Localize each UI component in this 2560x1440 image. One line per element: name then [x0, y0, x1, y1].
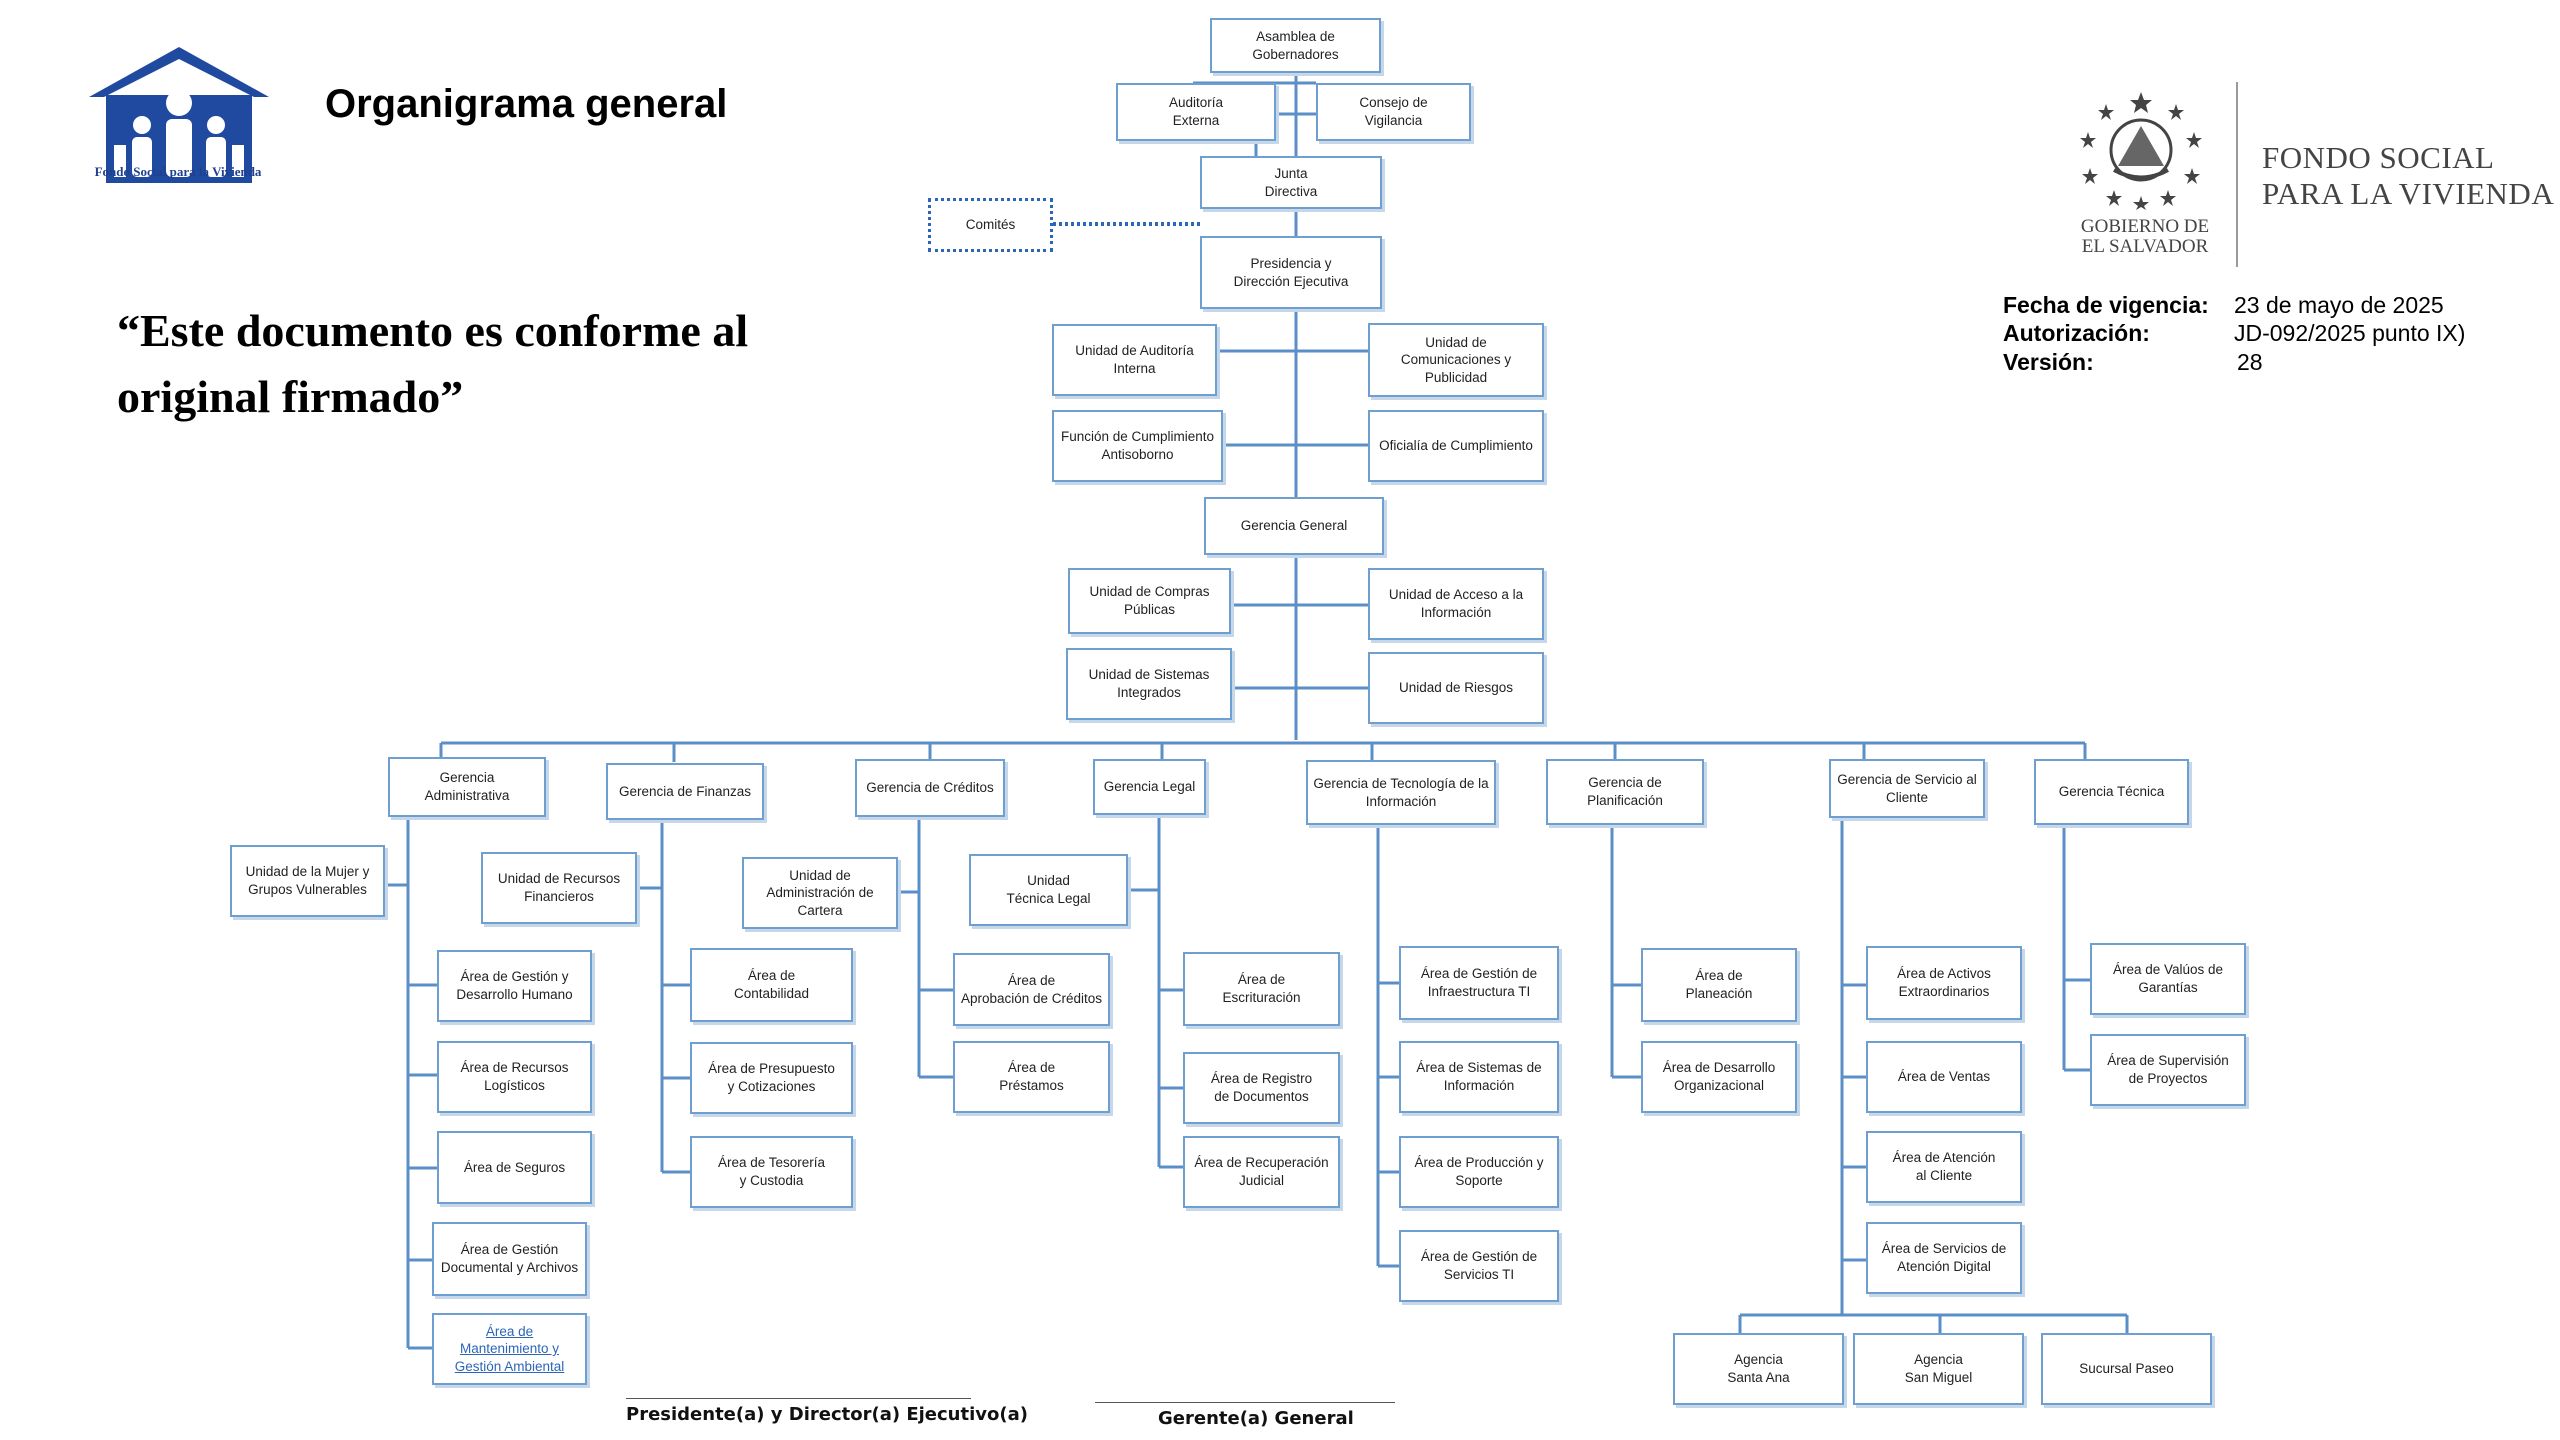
authorization-label: Autorización: [2003, 320, 2150, 346]
box-compras: Unidad de Compras Públicas [1068, 568, 1231, 634]
government-name: GOBIERNO DE EL SALVADOR [2080, 216, 2210, 257]
box-sistemas-informacion: Área de Sistemas de Información [1399, 1041, 1559, 1113]
box-recursos-financieros: Unidad de Recursos Financieros [481, 852, 637, 924]
box-supervision-proyectos: Área de Supervisión de Proyectos [2090, 1034, 2246, 1106]
box-prestamos: Área de Préstamos [953, 1041, 1110, 1113]
validity-value: 23 de mayo de 2025 [2234, 292, 2444, 318]
box-gestion-documental: Área de Gestión Documental y Archivos [432, 1222, 587, 1296]
box-atencion-cliente: Área de Atención al Cliente [1866, 1131, 2022, 1203]
box-gestion-humano: Área de Gestión y Desarrollo Humano [437, 950, 592, 1022]
box-gerencia-planificacion: Gerencia de Planificación [1546, 759, 1704, 825]
box-unidad-mujer: Unidad de la Mujer y Grupos Vulnerables [230, 845, 385, 917]
box-atencion-digital: Área de Servicios de Atención Digital [1866, 1222, 2022, 1294]
el-salvador-emblem-icon [2080, 92, 2202, 210]
box-infraestructura-ti: Área de Gestión de Infraestructura TI [1399, 946, 1559, 1020]
box-presidencia: Presidencia y Dirección Ejecutiva [1200, 236, 1382, 309]
box-administracion-cartera: Unidad de Administración de Cartera [742, 857, 898, 929]
validity-label: Fecha de vigencia: [2003, 292, 2209, 318]
box-gerencia-creditos: Gerencia de Créditos [855, 759, 1005, 817]
box-auditoria-externa: Auditoría Externa [1116, 83, 1276, 141]
box-gerencia-finanzas: Gerencia de Finanzas [606, 763, 764, 820]
box-gerencia-servicio-cliente: Gerencia de Servicio al Cliente [1829, 759, 1985, 818]
version-value: 28 [2237, 349, 2263, 375]
box-sistemas-integrados: Unidad de Sistemas Integrados [1066, 648, 1232, 720]
page-title: Organigrama general [325, 82, 728, 126]
box-escrituracion: Área de Escrituración [1183, 952, 1340, 1026]
box-agencia-san-miguel: Agencia San Miguel [1853, 1333, 2024, 1405]
box-sucursal-paseo: Sucursal Paseo [2041, 1333, 2212, 1405]
signature-president: Presidente(a) y Director(a) Ejecutivo(a) [626, 1404, 1028, 1425]
box-junta-directiva: Junta Directiva [1200, 156, 1382, 209]
box-oficialia: Oficialía de Cumplimiento [1368, 410, 1544, 482]
authorization-value: JD-092/2025 punto IX) [2234, 320, 2466, 346]
box-seguros: Área de Seguros [437, 1131, 592, 1204]
brand-name: FONDO SOCIAL PARA LA VIVIENDA [2262, 140, 2555, 211]
box-valuos-garantias: Área de Valúos de Garantías [2090, 943, 2246, 1015]
box-auditoria-interna: Unidad de Auditoría Interna [1052, 324, 1217, 396]
box-contabilidad: Área de Contabilidad [690, 948, 853, 1022]
signature-line-manager [1095, 1402, 1395, 1403]
box-planeacion: Área de Planeación [1641, 948, 1797, 1022]
box-activos-extraordinarios: Área de Activos Extraordinarios [1866, 946, 2022, 1020]
box-riesgos: Unidad de Riesgos [1368, 652, 1544, 724]
box-comites: Comités [928, 198, 1053, 252]
box-acceso-informacion: Unidad de Acceso a la Información [1368, 568, 1544, 640]
box-comunicaciones: Unidad de Comunicaciones y Publicidad [1368, 323, 1544, 397]
box-aprobacion-creditos: Área de Aprobación de Créditos [953, 953, 1110, 1026]
box-desarrollo-organizacional: Área de Desarrollo Organizacional [1641, 1041, 1797, 1113]
box-recursos-logisticos: Área de Recursos Logísticos [437, 1041, 592, 1113]
box-gerencia-administrativa: Gerencia Administrativa [388, 757, 546, 817]
box-gerencia-legal: Gerencia Legal [1093, 759, 1206, 815]
box-asamblea: Asamblea de Gobernadores [1210, 18, 1381, 73]
version-label: Versión: [2003, 349, 2094, 375]
box-gerencia-general: Gerencia General [1204, 497, 1384, 555]
box-recuperacion-judicial: Área de Recuperación Judicial [1183, 1136, 1340, 1208]
box-servicios-ti: Área de Gestión de Servicios TI [1399, 1230, 1559, 1302]
box-ventas: Área de Ventas [1866, 1041, 2022, 1113]
box-gerencia-tecnologia: Gerencia de Tecnología de la Información [1306, 760, 1496, 825]
box-produccion-soporte: Área de Producción y Soporte [1399, 1136, 1559, 1208]
conformity-quote: “Este documento es conforme al original … [117, 305, 749, 422]
box-tecnica-legal: Unidad Técnica Legal [969, 854, 1128, 926]
box-agencia-santa-ana: Agencia Santa Ana [1673, 1333, 1844, 1405]
box-tesoreria: Área de Tesorería y Custodia [690, 1136, 853, 1208]
signature-line-president [626, 1398, 971, 1399]
box-consejo-vigilancia: Consejo de Vigilancia [1316, 83, 1471, 141]
header-divider [2236, 82, 2238, 267]
signature-manager: Gerente(a) General [1158, 1408, 1354, 1429]
box-antisoborno: Función de Cumplimiento Antisoborno [1052, 410, 1223, 482]
fsv-house-logo [89, 47, 269, 183]
logo-caption: Fondo Social para la Vivienda [94, 164, 262, 179]
box-gerencia-tecnica: Gerencia Técnica [2034, 759, 2189, 825]
link-mantenimiento[interactable]: Área de Mantenimiento y Gestión Ambienta… [432, 1313, 587, 1385]
box-presupuesto: Área de Presupuesto y Cotizaciones [690, 1042, 853, 1114]
box-registro-documentos: Área de Registro de Documentos [1183, 1052, 1340, 1124]
